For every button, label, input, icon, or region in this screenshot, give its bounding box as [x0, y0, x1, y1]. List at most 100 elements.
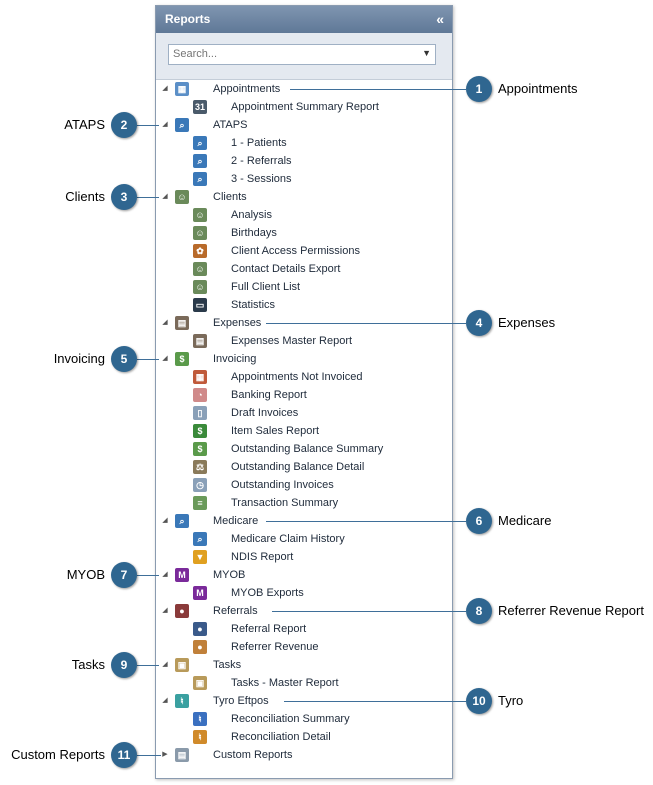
callout-badge: 8	[466, 598, 492, 624]
tree-item-label: Reconciliation Detail	[231, 731, 331, 743]
scales-icon: ⚖	[193, 460, 207, 474]
panel-header: Reports «	[156, 6, 452, 33]
expenses-icon: ▤	[175, 316, 189, 330]
tree-group-node[interactable]: ◢ ▤ Expenses	[156, 314, 452, 332]
tree-item-label: Tasks - Master Report	[231, 677, 339, 689]
tree-group-node[interactable]: ◢⌕Medicare	[156, 512, 452, 530]
search-input[interactable]	[169, 45, 413, 62]
callout-label: Appointments	[498, 81, 578, 96]
callout-connector	[272, 611, 466, 612]
tree-group-node[interactable]: ◢☺Clients	[156, 188, 452, 206]
filter-icon: ▼	[193, 550, 207, 564]
collapse-arrow-icon[interactable]: ◢	[162, 697, 168, 704]
tree-group-node[interactable]: ◢▦Appointments	[156, 80, 452, 98]
callout-label: Custom Reports	[11, 747, 105, 762]
tree-group-node[interactable]: ◢♮Tyro Eftpos	[156, 692, 452, 710]
tree-item-label: Expenses Master Report	[231, 335, 353, 347]
tree-group-node[interactable]: ◢⌕ATAPS	[156, 116, 452, 134]
search-report-icon: ⌕	[193, 154, 207, 168]
tree-report-item[interactable]: ▼NDIS Report	[156, 548, 452, 566]
tree-report-item[interactable]: ▣Tasks - Master Report	[156, 674, 452, 692]
tree-report-item[interactable]: ▭Statistics	[156, 296, 452, 314]
collapse-arrow-icon[interactable]: ◢	[162, 571, 168, 578]
search-report-icon: ⌕	[175, 118, 189, 132]
dropdown-arrow-icon[interactable]: ▼	[422, 48, 431, 58]
search-combobox[interactable]: ▼	[168, 44, 436, 65]
callout-badge: 3	[111, 184, 137, 210]
tree-report-item[interactable]: ●Referrer Revenue	[156, 638, 452, 656]
invoicing-icon: $	[175, 352, 189, 366]
tree-report-item[interactable]: ✿ Client Access Permissions	[156, 242, 452, 260]
transaction-icon: ≡	[193, 496, 207, 510]
tree-item-label: Medicare Claim History	[231, 533, 345, 545]
search-report-icon: ⌕	[175, 514, 189, 528]
tree-report-item[interactable]: ≡ Transaction Summary	[156, 494, 452, 512]
collapse-arrow-icon[interactable]: ◢	[162, 661, 168, 668]
tree-item-label: Referral Report	[231, 623, 307, 635]
tree-report-item[interactable]: ▦Appointments Not Invoiced	[156, 368, 452, 386]
tree-item-label: Reconciliation Summary	[231, 713, 350, 725]
tree-group-node[interactable]: ◢▣Tasks	[156, 656, 452, 674]
panel-title: Reports	[165, 12, 211, 26]
tree-item-label: Tasks	[213, 659, 242, 671]
clients-export-icon: ☺	[193, 262, 207, 276]
tree-report-item[interactable]: ♮Reconciliation Summary	[156, 710, 452, 728]
tree-report-item[interactable]: ▯Draft Invoices	[156, 404, 452, 422]
tree-report-item[interactable]: ⌕ 2 - Referrals	[156, 152, 452, 170]
tree-group-node[interactable]: ◢$Invoicing	[156, 350, 452, 368]
tree-item-label: Clients	[213, 191, 247, 203]
tree-report-item[interactable]: ◷Outstanding Invoices	[156, 476, 452, 494]
collapse-arrow-icon[interactable]: ◢	[162, 85, 168, 92]
tree-group-node[interactable]: ◢ M MYOB	[156, 566, 452, 584]
collapse-arrow-icon[interactable]: ◢	[162, 355, 168, 362]
myob-icon: M	[175, 568, 189, 582]
balance-icon: $	[193, 442, 207, 456]
expand-arrow-icon[interactable]: ▶	[162, 751, 168, 758]
reports-panel: Reports « ▼ ◢▦Appointments31Appointment …	[155, 5, 453, 779]
tree-report-item[interactable]: ◔Banking Report	[156, 386, 452, 404]
tree-report-item[interactable]: ☺Analysis	[156, 206, 452, 224]
tree-item-label: 1 - Patients	[231, 137, 287, 149]
search-report-icon: ⌕	[193, 136, 207, 150]
clients-icon: ☺	[193, 226, 207, 240]
collapse-arrow-icon[interactable]: ◢	[162, 193, 168, 200]
tree-report-item[interactable]: ♮Reconciliation Detail	[156, 728, 452, 746]
tree-item-label: Outstanding Balance Summary	[231, 443, 384, 455]
collapse-arrow-icon[interactable]: ◢	[162, 319, 168, 326]
tree-report-item[interactable]: ⌕ 1 - Patients	[156, 134, 452, 152]
tree-report-item[interactable]: ▤Expenses Master Report	[156, 332, 452, 350]
tree-report-item[interactable]: ⌕3 - Sessions	[156, 170, 452, 188]
callout-badge: 6	[466, 508, 492, 534]
tree-item-label: Full Client List	[231, 281, 301, 293]
tree-report-item[interactable]: ☺Contact Details Export	[156, 260, 452, 278]
tree-group-node[interactable]: ▶▤Custom Reports	[156, 746, 452, 764]
tree-report-item[interactable]: ☺ Full Client List	[156, 278, 452, 296]
clients-icon: ☺	[193, 280, 207, 294]
tree-report-item[interactable]: ☺Birthdays	[156, 224, 452, 242]
tree-report-item[interactable]: $ Outstanding Balance Summary	[156, 440, 452, 458]
collapse-arrow-icon[interactable]: ◢	[162, 607, 168, 614]
callout-connector	[137, 125, 159, 126]
callout-badge: 9	[111, 652, 137, 678]
tree-item-label: 2 - Referrals	[231, 155, 292, 167]
collapse-panel-icon[interactable]: «	[436, 11, 444, 27]
tree-report-item[interactable]: ⚖Outstanding Balance Detail	[156, 458, 452, 476]
tree-report-item[interactable]: ●Referral Report	[156, 620, 452, 638]
permissions-icon: ✿	[193, 244, 207, 258]
tree-item-label: Transaction Summary	[231, 497, 339, 509]
tree-item-label: MYOB	[213, 569, 246, 581]
tree-item-label: Statistics	[231, 299, 276, 311]
tree-group-node[interactable]: ◢●Referrals	[156, 602, 452, 620]
callout-badge: 1	[466, 76, 492, 102]
collapse-arrow-icon[interactable]: ◢	[162, 121, 168, 128]
tree-report-item[interactable]: $Item Sales Report	[156, 422, 452, 440]
tree-report-item[interactable]: ⌕Medicare Claim History	[156, 530, 452, 548]
callout-label: Clients	[65, 189, 105, 204]
collapse-arrow-icon[interactable]: ◢	[162, 517, 168, 524]
tree-item-label: Expenses	[213, 317, 262, 329]
clients-analysis-icon: ☺	[193, 208, 207, 222]
tree-item-label: Client Access Permissions	[231, 245, 360, 257]
calendar-icon: ▦	[175, 82, 189, 96]
